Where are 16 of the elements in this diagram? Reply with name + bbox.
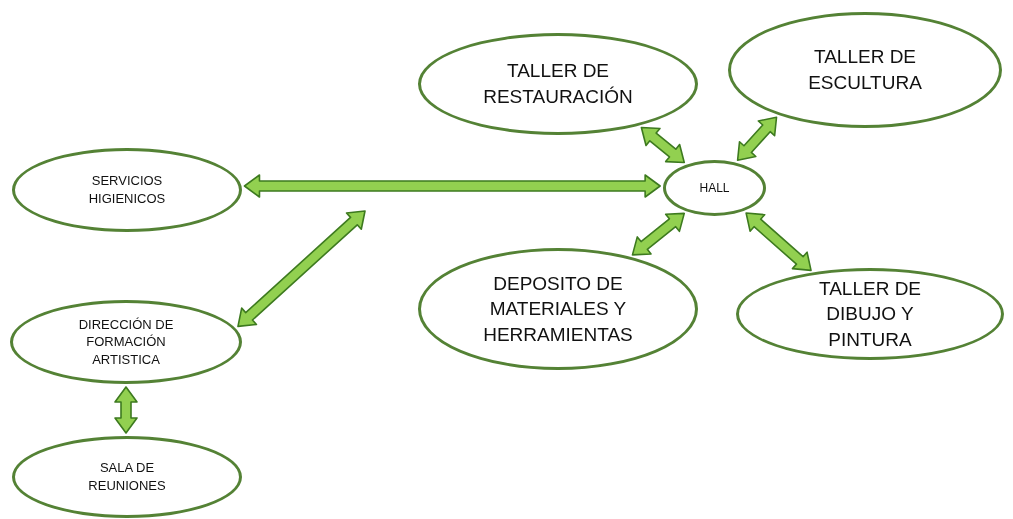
node-label: SALA DE REUNIONES — [87, 459, 167, 495]
node-label: TALLER DE ESCULTURA — [807, 45, 923, 95]
node-label: SERVICIOS HIGIENICOS — [87, 172, 167, 208]
double-arrow — [114, 386, 138, 434]
double-arrow — [237, 210, 366, 328]
double-arrow — [736, 116, 778, 162]
node-label: DEPOSITO DE MATERIALES Y HERRAMIENTAS — [482, 271, 634, 347]
double-arrow — [243, 174, 661, 198]
ellipse-node — [663, 160, 766, 216]
double-arrow — [640, 126, 686, 164]
node-label: TALLER DE RESTAURACIÓN — [482, 59, 634, 109]
node-label: DIRECCIÓN DE FORMACIÓN ARTISTICA — [77, 315, 175, 369]
node-label: TALLER DE DIBUJO Y PINTURA — [817, 276, 923, 352]
double-arrow — [631, 212, 686, 256]
double-arrow — [745, 212, 812, 272]
node-label: HALL — [699, 179, 730, 197]
